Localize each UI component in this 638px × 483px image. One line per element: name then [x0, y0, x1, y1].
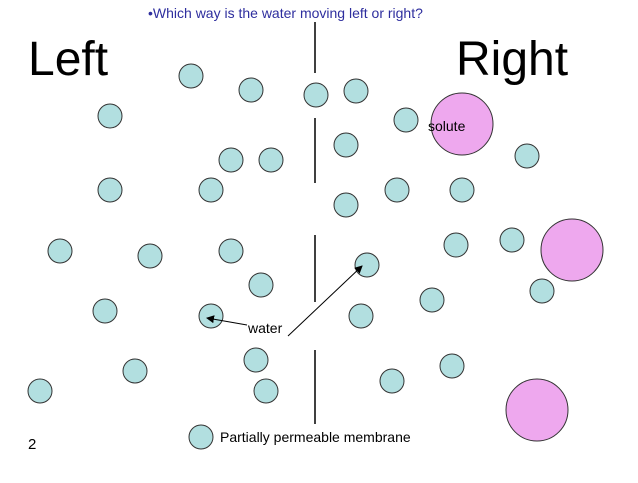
water-molecule	[529, 278, 555, 304]
solute-label: solute	[428, 118, 466, 134]
water-molecule	[218, 147, 244, 173]
water-molecule	[238, 77, 264, 103]
solute-molecule	[540, 218, 604, 282]
left-side-label: Left	[28, 33, 109, 86]
water-molecule	[333, 132, 359, 158]
water-molecule	[499, 227, 525, 253]
question-text: •Which way is the water moving left or r…	[148, 5, 423, 21]
water-molecule	[47, 238, 73, 264]
arrow-to-right-water	[287, 265, 363, 337]
water-molecule	[122, 358, 148, 384]
water-molecule	[384, 177, 410, 203]
arrow-to-left-water	[206, 315, 248, 326]
water-molecule	[248, 272, 274, 298]
water-molecule	[303, 82, 329, 108]
solute-molecule	[505, 378, 569, 442]
water-pointer-arrows	[206, 265, 363, 337]
water-molecule	[243, 347, 269, 373]
water-molecule	[218, 238, 244, 264]
solute-molecules	[430, 92, 604, 442]
water-molecule	[393, 107, 419, 133]
water-molecule	[443, 232, 469, 258]
legend-water-molecule	[188, 424, 214, 450]
water-molecule	[343, 78, 369, 104]
slide-number: 2	[28, 436, 37, 453]
water-molecule	[354, 252, 380, 278]
water-molecule	[419, 287, 445, 313]
water-label: water	[248, 320, 283, 336]
water-molecule	[178, 63, 204, 89]
water-molecule	[137, 243, 163, 269]
water-molecule	[258, 147, 284, 173]
membrane-legend-label: Partially permeable membrane	[220, 429, 411, 445]
water-molecule	[27, 378, 53, 404]
water-molecule	[92, 298, 118, 324]
water-molecule	[449, 177, 475, 203]
water-molecule	[97, 177, 123, 203]
water-molecule	[253, 378, 279, 404]
water-molecule	[198, 177, 224, 203]
water-molecule	[439, 353, 465, 379]
water-molecule	[97, 103, 123, 129]
right-side-label: Right	[456, 33, 569, 86]
water-molecules	[27, 63, 555, 450]
solute-molecule	[430, 92, 494, 156]
water-molecule	[348, 303, 374, 329]
water-molecule	[333, 192, 359, 218]
water-molecule	[514, 143, 540, 169]
water-molecule	[198, 303, 224, 329]
water-molecule	[379, 368, 405, 394]
